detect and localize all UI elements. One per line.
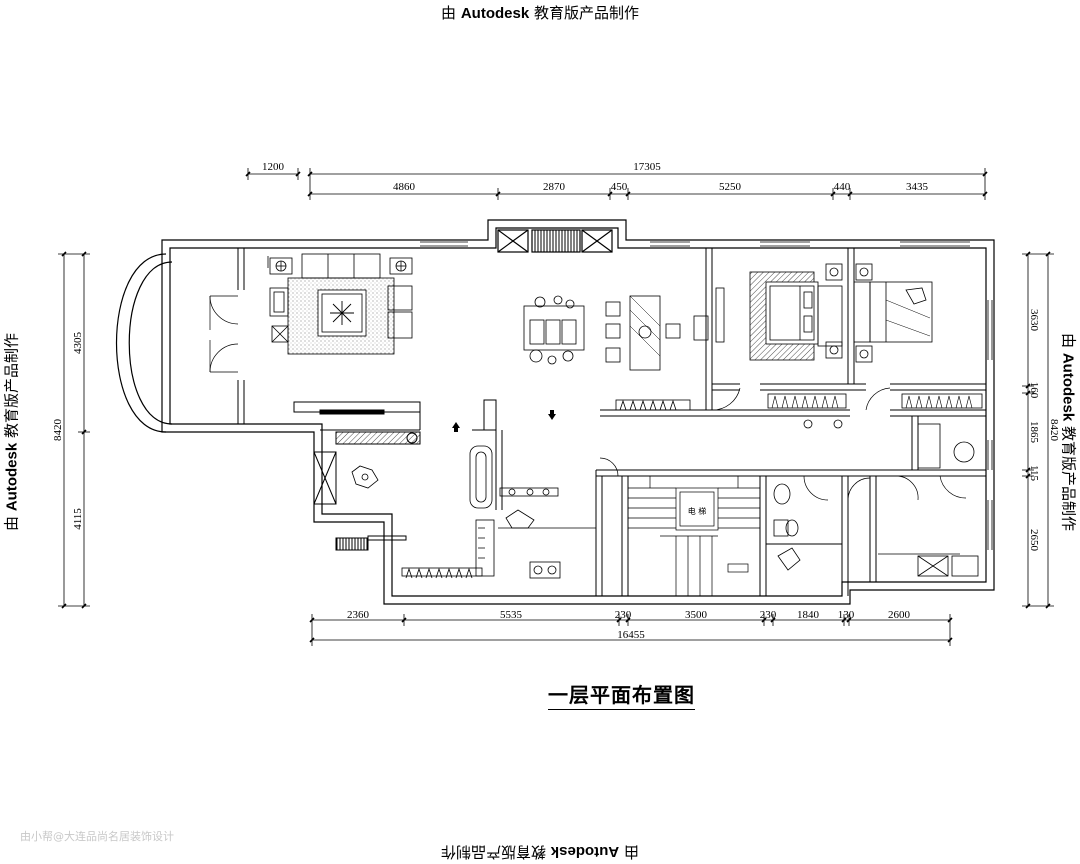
dim-right-seg-1: 3630 xyxy=(1028,309,1040,332)
dim-top-seg-1: 4860 xyxy=(393,181,416,193)
dim-top-seg-2: 2870 xyxy=(543,181,566,193)
dim-right-seg-5: 2650 xyxy=(1028,529,1040,552)
bathroom-fixtures xyxy=(773,423,979,577)
dim-top-seg-5: 440 xyxy=(834,181,851,193)
dim-bottom-overall: 16455 xyxy=(617,629,645,641)
dim-left-seg-1: 4305 xyxy=(72,332,84,355)
dim-top-seg-4: 5250 xyxy=(719,181,742,193)
dim-right-overall: 8420 xyxy=(1048,419,1060,442)
dim-bottom-seg-5: 230 xyxy=(760,609,777,621)
dim-bottom-seg-8: 2600 xyxy=(888,609,911,621)
dim-bottom-seg-1: 2360 xyxy=(347,609,370,621)
kitchen-service xyxy=(351,399,691,579)
dim-left-seg-2: 4115 xyxy=(72,508,84,530)
dimension-lines xyxy=(58,168,1054,646)
dim-right-seg-2: 160 xyxy=(1028,382,1040,399)
dining-furniture xyxy=(523,295,709,371)
dim-bottom-seg-6: 1840 xyxy=(797,609,820,621)
bedroom-furniture xyxy=(715,263,983,429)
dim-left-overall: 8420 xyxy=(52,419,64,442)
dim-bottom-seg-3: 230 xyxy=(615,609,632,621)
dim-bottom-seg-2: 5535 xyxy=(500,609,523,621)
doors xyxy=(209,295,967,501)
dim-top-overall: 17305 xyxy=(633,161,661,173)
source-watermark: 由小帮@大连品尚名居装饰设计 xyxy=(20,830,174,843)
dim-top-left: 1200 xyxy=(262,161,285,173)
dim-top-seg-3: 450 xyxy=(611,181,628,193)
dim-top-seg-6: 3435 xyxy=(906,181,929,193)
interior-walls xyxy=(237,248,986,596)
watermark-stamp-top: 由 Autodesk 教育版产品制作 xyxy=(441,4,639,22)
dim-bottom-seg-7: 130 xyxy=(838,609,855,621)
dim-right-seg-4: 115 xyxy=(1028,465,1040,482)
dim-right-seg-3: 1865 xyxy=(1028,421,1040,444)
elevator-label: 电 梯 xyxy=(688,506,707,516)
exterior-walls xyxy=(115,219,995,605)
direction-arrows xyxy=(452,410,556,432)
dim-bottom-seg-4: 3500 xyxy=(685,609,708,621)
living-room-furniture xyxy=(267,253,413,355)
drawing-title: 一层平面布置图 xyxy=(548,679,695,710)
dimension-labels: 1200 17305 4860 2870 450 5250 440 3435 2… xyxy=(52,161,1060,641)
stair-core xyxy=(628,476,760,596)
